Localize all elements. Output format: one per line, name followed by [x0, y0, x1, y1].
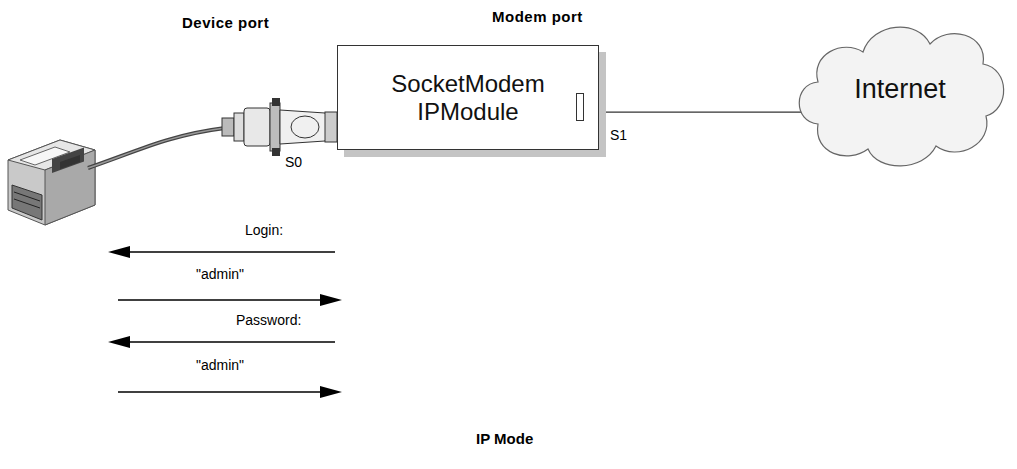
printer-illustration: [8, 140, 95, 225]
message-arrows: [108, 246, 342, 398]
message-text: "admin": [196, 357, 244, 373]
caption: IP Mode: [476, 430, 533, 447]
message-text: Password:: [236, 312, 301, 328]
port-id: S0: [285, 154, 302, 170]
port-rect: [576, 93, 584, 121]
port-id: S1: [610, 127, 627, 143]
connector-stroke: [599, 112, 801, 113]
cloud-shape: [799, 27, 1003, 166]
cable-highlight: [88, 128, 225, 168]
node-text: SocketModem IPModule: [373, 70, 563, 125]
port-label: Device port: [182, 14, 269, 31]
connector-line: [599, 112, 801, 113]
message-text: "admin": [196, 266, 244, 282]
message-text: Login:: [245, 222, 283, 238]
db9-connector: [222, 98, 337, 156]
node-text: Internet: [854, 74, 946, 105]
port-label: Modem port: [492, 8, 583, 25]
module-box: SocketModem IPModule: [337, 45, 599, 150]
cable: [88, 128, 225, 168]
internet-cloud: Internet: [788, 4, 1012, 176]
